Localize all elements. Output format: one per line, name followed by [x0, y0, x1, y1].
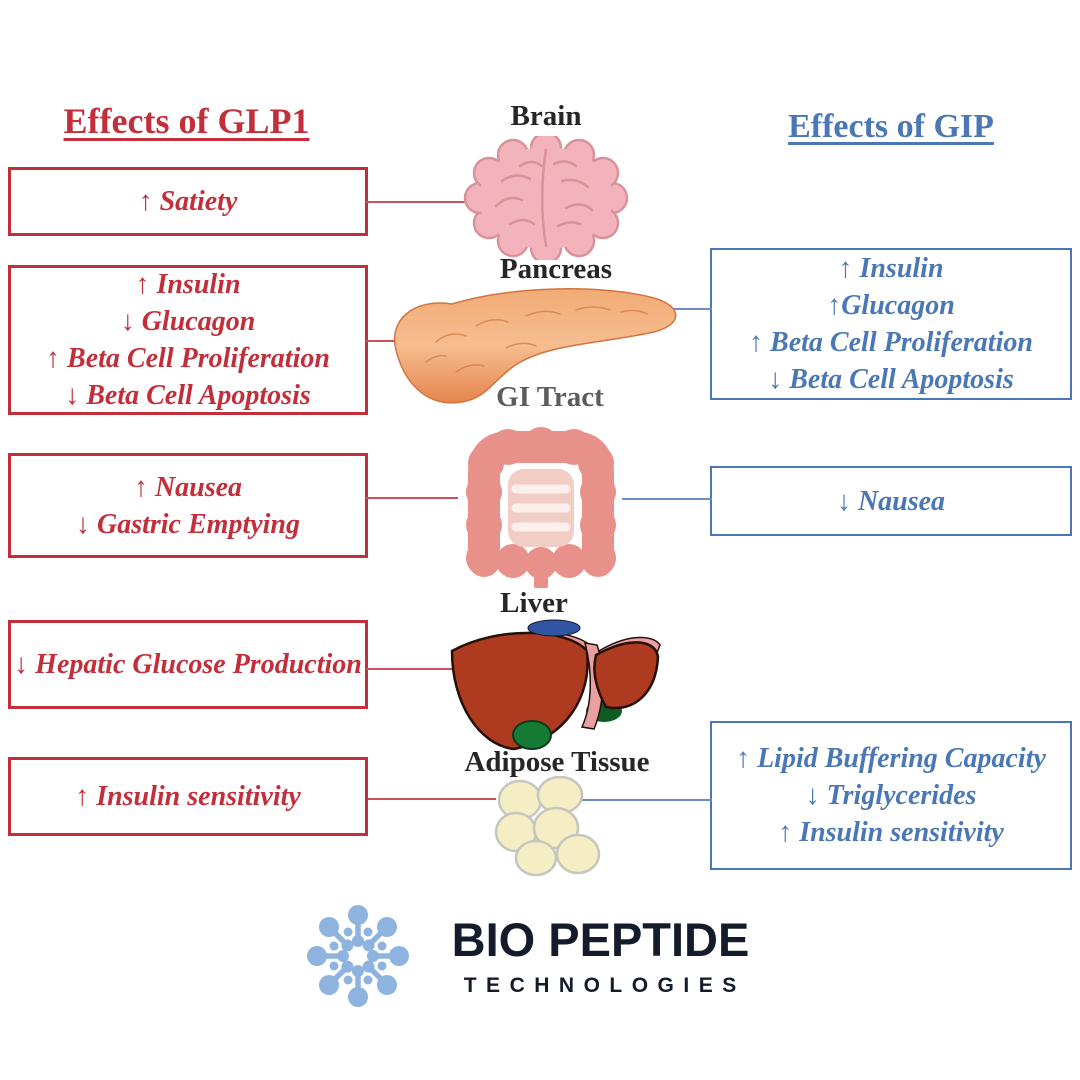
adipose-tissue-label: Adipose Tissue	[464, 746, 650, 778]
logo-brand-text: BIO PEPTIDE	[451, 913, 750, 966]
connector-gip-gi	[622, 498, 712, 500]
connector-glp1-pancreas	[366, 340, 410, 342]
gip-adipose-effects-box: ↑ Lipid Buffering Capacity ↓ Triglycerid…	[710, 721, 1072, 870]
connector-glp1-brain	[366, 201, 470, 203]
gi-tract-illustration-icon	[450, 413, 632, 593]
effect-line: ↑ Beta Cell Proliferation	[749, 327, 1033, 358]
effect-line: ↑ Lipid Buffering Capacity	[736, 743, 1046, 774]
liver-illustration-icon	[444, 611, 664, 758]
brain-label: Brain	[510, 100, 582, 132]
glp1-pancreas-effects-box: ↑ Insulin ↓ Glucagon ↑ Beta Cell Prolife…	[8, 265, 368, 415]
connector-glp1-adipose	[368, 798, 496, 800]
gip-title: Effects of GIP	[788, 108, 994, 145]
glp1-adipose-effects-box: ↑ Insulin sensitivity	[8, 757, 368, 836]
effect-line: ↓ Gastric Emptying	[75, 508, 300, 540]
gip-gi-effects-box: ↓ Nausea	[710, 466, 1072, 536]
effect-line: ↓ Beta Cell Apoptosis	[768, 364, 1014, 395]
molecule-snowflake-icon	[306, 897, 410, 1020]
brain-illustration-icon	[462, 131, 630, 265]
effect-line: ↑ Satiety	[138, 186, 238, 217]
glp1-liver-effects-box: ↓ Hepatic Glucose Production	[8, 620, 368, 709]
effect-line: ↑ Beta Cell Proliferation	[46, 343, 330, 374]
connector-gip-pancreas	[668, 308, 712, 310]
effect-line: ↑ Insulin sensitivity	[75, 781, 301, 812]
gi-tract-label: GI Tract	[496, 381, 604, 413]
effect-line: ↓ Triglycerides	[805, 780, 977, 811]
glp1-gi-effects-box: ↑ Nausea ↓ Gastric Emptying	[8, 453, 368, 558]
gip-pancreas-effects-box: ↑ Insulin ↑Glucagon ↑ Beta Cell Prolifer…	[710, 248, 1072, 400]
liver-label: Liver	[500, 587, 568, 619]
effect-line: ↑ Insulin	[135, 269, 241, 300]
effect-line: ↓ Beta Cell Apoptosis	[65, 380, 311, 411]
effect-line: ↓ Hepatic Glucose Production	[14, 649, 362, 680]
adipose-tissue-illustration-icon	[490, 775, 605, 885]
effect-line: ↓ Nausea	[836, 485, 946, 517]
pancreas-illustration-icon	[386, 282, 686, 413]
glp1-brain-effects-box: ↑ Satiety	[8, 167, 368, 236]
glp1-title: Effects of GLP1	[63, 101, 310, 141]
connector-gip-adipose	[572, 799, 712, 801]
effect-line: ↑Glucagon	[827, 290, 955, 321]
effect-line: ↓ Glucagon	[120, 306, 256, 337]
effect-line: ↑ Nausea	[133, 471, 243, 503]
connector-glp1-liver	[366, 668, 458, 670]
effect-line: ↑ Insulin sensitivity	[778, 817, 1004, 848]
effect-line: ↑ Insulin	[838, 253, 944, 284]
connector-glp1-gi	[366, 497, 458, 499]
logo-subtitle-text: TECHNOLOGIES	[463, 974, 746, 997]
